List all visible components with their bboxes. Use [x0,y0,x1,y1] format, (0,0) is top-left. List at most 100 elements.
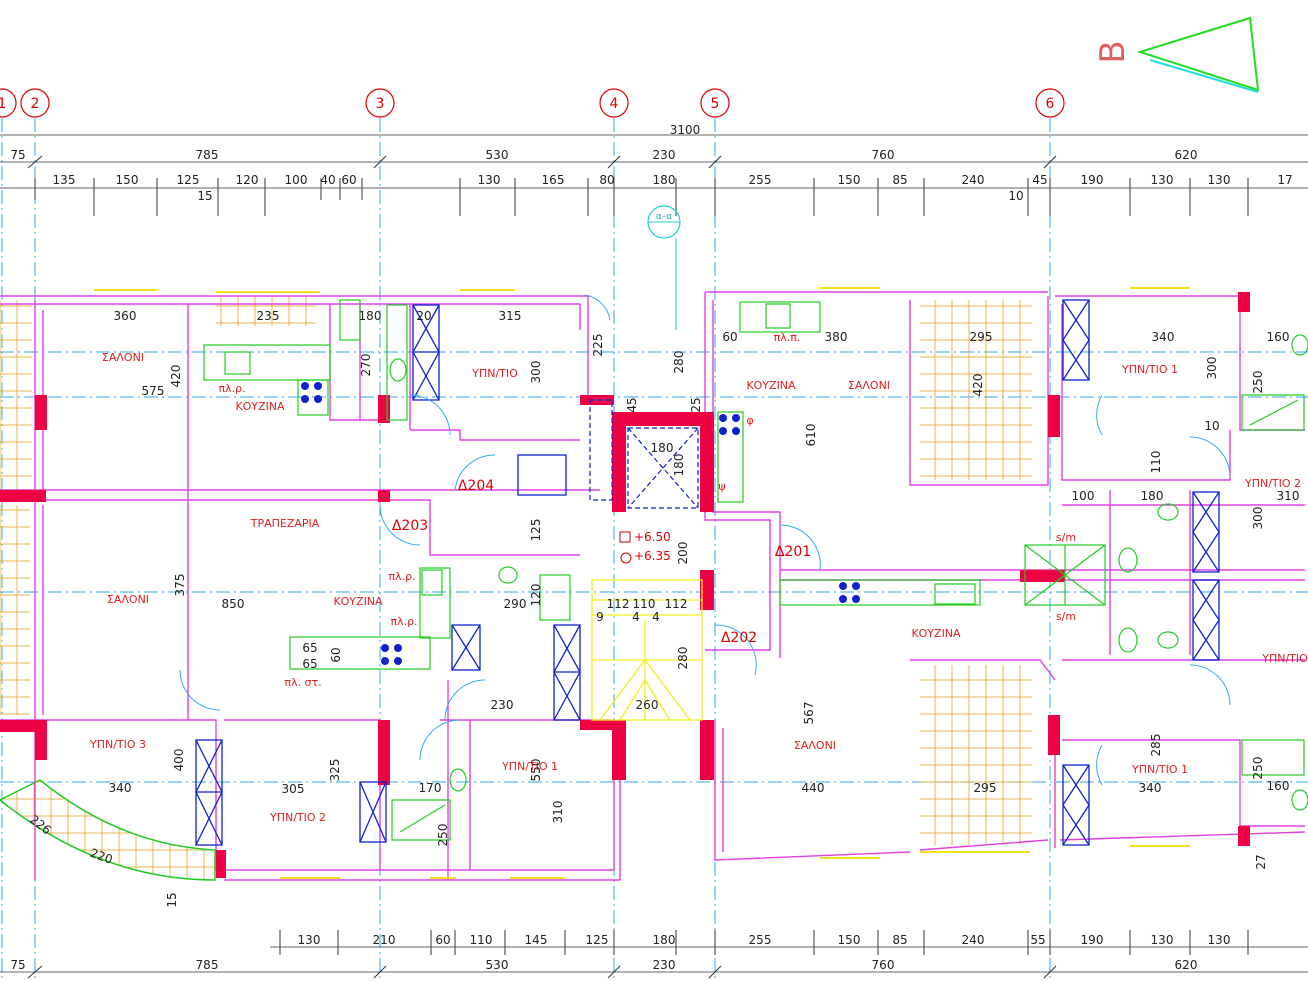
cooktops [301,382,860,665]
interior-dimension-label: 65 [302,657,317,671]
dim-top-detail: 135 [53,173,76,187]
interior-dimension-label: 375 [173,574,187,597]
dim-bottom-detail: 150 [838,933,861,947]
annotation-sm-1: s/m [1056,531,1076,544]
annotation-plst: πλ. στ. [284,676,321,689]
interior-dimension-label: 850 [222,597,245,611]
room-label-ypnodomatio-3: ΥΠΝ/ΤΙΟ 3 [89,738,146,751]
staircase [591,579,703,721]
section-marker: α–α [647,205,681,330]
interior-dimension-label: 60 [722,330,737,344]
room-label-kouzina-2: ΚΟΥΖΙΝΑ [333,595,383,608]
axis-label-3: 3 [376,96,385,112]
interior-dimension-label: 310 [551,801,565,824]
axis-label-5: 5 [711,96,720,112]
dim-top-detail: 130 [1151,173,1174,187]
dim-top-main-4: 230 [653,148,676,162]
room-label-kouzina-4: ΚΟΥΖΙΝΑ [911,627,961,640]
interior-dimension-label: 180 [651,441,674,455]
room-label-kouzina-3: ΚΟΥΖΙΝΑ [746,379,796,392]
dim-top-main-2: 785 [196,148,219,162]
dim-bottom-main-2: 785 [196,958,219,972]
interior-dimension-label: 295 [974,781,997,795]
interior-dimension-label: 550 [529,759,543,782]
windows [94,287,1190,879]
interior-dimension-label: 610 [804,424,818,447]
room-label-ypnodomatio-2-e: ΥΠΝ/ΤΙΟ 2 [1244,477,1301,490]
annotation-sm-2: s/m [1056,610,1076,623]
kitchen-counters [203,299,1106,670]
interior-dimension-label: 225 [591,334,605,357]
apartment-tag-d204: Δ204 [458,478,494,494]
annotation-plp-2: πλ.ρ. [388,570,415,583]
interior-dimension-label: 260 [636,698,659,712]
interior-dimension-label: 125 [529,519,543,542]
interior-dimension-label: 180 [672,454,686,477]
interior-dimension-label: 360 [114,309,137,323]
fixture-annotations: πλ.ρ. πλ.ρ. πλ.ρ. πλ.π. πλ. στ. s/m s/m … [218,331,1076,689]
interior-dimension-label: 100 [1072,489,1095,503]
dim-bottom-detail: 255 [749,933,772,947]
dim-top-detail: 240 [962,173,985,187]
interior-dimension-label: 340 [1152,330,1175,344]
dim-bottom-main-3: 530 [486,958,509,972]
grid-axis-labels: 1 2 3 4 5 6 [0,96,1055,112]
dim-bottom-main-1: 75 [10,958,25,972]
annotation-plp-3: πλ.ρ. [390,615,417,628]
interior-dimension-label: 250 [1251,757,1265,780]
columns [0,292,1250,878]
interior-dimension-label: 160 [1267,330,1290,344]
interior-dimension-label: 112 [665,597,688,611]
axis-label-6: 6 [1046,96,1055,112]
interior-dimension-label: 170 [419,781,442,795]
dim-top-detail: 150 [116,173,139,187]
dim-top-detail: 150 [838,173,861,187]
room-label-ypnodomatio-e: ΥΠΝ/ΤΙΟ [1261,652,1308,665]
interior-dimension-label: 27 [1254,854,1268,869]
dim-bottom-detail: 60 [435,933,450,947]
apartment-tag-d203: Δ203 [392,518,428,534]
compass-letter: B [1093,40,1133,63]
interior-dimension-label: 110 [633,597,656,611]
interior-dimension-label: 420 [971,374,985,397]
dim-top-detail: 100 [285,173,308,187]
interior-dimension-label: 200 [676,542,690,565]
annotation-plp-4: πλ.π. [774,331,801,344]
dim-bottom-detail: 85 [892,933,907,947]
dim-bottom-detail: 130 [1208,933,1231,947]
interior-dimension-label: 4 [652,610,660,624]
interior-dimension-label: 25 [689,397,703,412]
dim-top-main-1: 75 [10,148,25,162]
interior-dimension-label: 4 [632,610,640,624]
annotation-plp-1: πλ.ρ. [218,382,245,395]
dim-top-detail: 120 [236,173,259,187]
dim-top-detail: 130 [478,173,501,187]
interior-dimension-label: 280 [672,351,686,374]
dims-top-detail: 135 150 125 15 120 100 40 60 130 165 80 … [53,173,1293,203]
dim-bottom-detail: 180 [653,933,676,947]
dim-bottom-detail: 130 [1151,933,1174,947]
dim-top-detail: 17 [1277,173,1292,187]
dim-bottom-detail: 110 [470,933,493,947]
interior-dimension-label: 45 [625,397,639,412]
interior-dimension-label: 110 [1149,451,1163,474]
dims-top-main: 75 785 530 230 760 620 [10,148,1197,162]
level-mark-2: +6.35 [634,549,671,563]
room-label-ypnodomatio-1-se: ΥΠΝ/ΤΙΟ 1 [1131,763,1188,776]
interior-dimension-label: 575 [142,384,165,398]
dim-overall: 3100 [670,123,701,137]
room-label-saloni-2: ΣΑΛΟΝΙ [107,593,149,606]
dim-bottom-main-6: 620 [1175,958,1198,972]
interior-dimension-label: 10 [1204,419,1219,433]
dim-bottom-detail: 125 [586,933,609,947]
interior-dimension-label: 120 [529,584,543,607]
apartment-tag-d201: Δ201 [775,544,811,560]
interior-dimension-label: 60 [329,647,343,662]
interior-dimension-label: 310 [1277,489,1300,503]
section-label: α–α [656,212,672,222]
interior-dimension-label: 280 [676,647,690,670]
interior-dimension-label: 230 [491,698,514,712]
annotation-phi: φ [746,414,753,427]
dim-top-main-3: 530 [486,148,509,162]
